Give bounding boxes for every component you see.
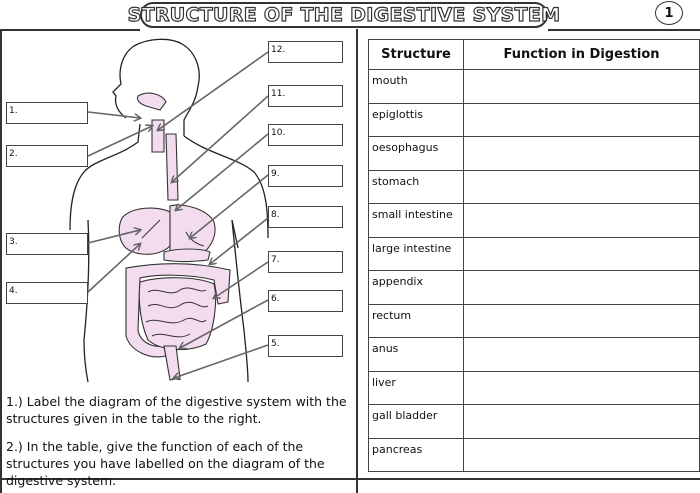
header-structure: Structure [368, 39, 464, 70]
function-cell[interactable] [463, 437, 700, 472]
structure-cell: rectum [368, 303, 464, 338]
table-row: rectum [368, 303, 700, 338]
function-cell[interactable] [463, 203, 700, 238]
function-cell[interactable] [463, 303, 700, 338]
table-row: epiglottis [368, 102, 700, 137]
table-row: anus [368, 337, 700, 372]
label-box-3[interactable]: 3. [6, 233, 88, 255]
label-arrows [87, 51, 269, 378]
structure-cell: large intestine [368, 236, 464, 271]
page-number: 1 [655, 1, 683, 25]
table-row: gall bladder [368, 404, 700, 439]
table-row: large intestine [368, 236, 700, 271]
function-cell[interactable] [463, 169, 700, 204]
frame-left [0, 29, 2, 493]
function-cell[interactable] [463, 337, 700, 372]
body-outline [69, 38, 269, 383]
label-box-7[interactable]: 7. [268, 251, 343, 273]
instruction-1: 1.) Label the diagram of the digestive s… [6, 394, 347, 426]
frame-bottom [0, 478, 700, 480]
instruction-2: 2.) In the table, give the function of e… [6, 439, 325, 488]
function-cell[interactable] [463, 102, 700, 137]
table-row: liver [368, 370, 700, 405]
structure-cell: mouth [368, 69, 464, 104]
frame-top-left [0, 29, 140, 31]
structure-cell: epiglottis [368, 102, 464, 137]
table-header-row: Structure Function in Digestion [368, 39, 700, 70]
table-row: pancreas [368, 437, 700, 472]
label-box-6[interactable]: 6. [268, 290, 343, 312]
function-cell[interactable] [463, 136, 700, 171]
label-box-1[interactable]: 1. [6, 102, 88, 124]
structure-cell: pancreas [368, 437, 464, 472]
function-cell[interactable] [463, 270, 700, 305]
function-cell[interactable] [463, 236, 700, 271]
label-box-4[interactable]: 4. [6, 282, 88, 304]
intestine-folds [141, 219, 209, 338]
structure-cell: small intestine [368, 203, 464, 238]
structure-cell: liver [368, 370, 464, 405]
function-cell[interactable] [463, 370, 700, 405]
label-box-5[interactable]: 5. [268, 335, 343, 357]
header-function: Function in Digestion [463, 39, 700, 70]
label-box-9[interactable]: 9. [268, 165, 343, 187]
label-box-12[interactable]: 12. [268, 41, 343, 63]
label-box-10[interactable]: 10. [268, 124, 343, 146]
frame-divider [356, 29, 358, 493]
table-row: stomach [368, 169, 700, 204]
function-cell[interactable] [463, 69, 700, 104]
frame-top-right [548, 29, 700, 31]
digestive-system-diagram [69, 38, 269, 383]
label-box-2[interactable]: 2. [6, 145, 88, 167]
label-box-8[interactable]: 8. [268, 206, 343, 228]
structure-cell: anus [368, 337, 464, 372]
function-table: Structure Function in Digestion mouth ep… [368, 39, 700, 472]
structure-cell: gall bladder [368, 404, 464, 439]
title-banner: STRUCTURE OF THE DIGESTIVE SYSTEM [127, 2, 561, 28]
function-cell[interactable] [463, 404, 700, 439]
structure-cell: oesophagus [368, 136, 464, 171]
table-row: small intestine [368, 203, 700, 238]
organs [118, 92, 231, 381]
structure-cell: stomach [368, 169, 464, 204]
table-row: mouth [368, 69, 700, 104]
table-row: oesophagus [368, 136, 700, 171]
page-title: STRUCTURE OF THE DIGESTIVE SYSTEM [127, 3, 561, 26]
table-row: appendix [368, 270, 700, 305]
label-box-11[interactable]: 11. [268, 85, 343, 107]
structure-cell: appendix [368, 270, 464, 305]
